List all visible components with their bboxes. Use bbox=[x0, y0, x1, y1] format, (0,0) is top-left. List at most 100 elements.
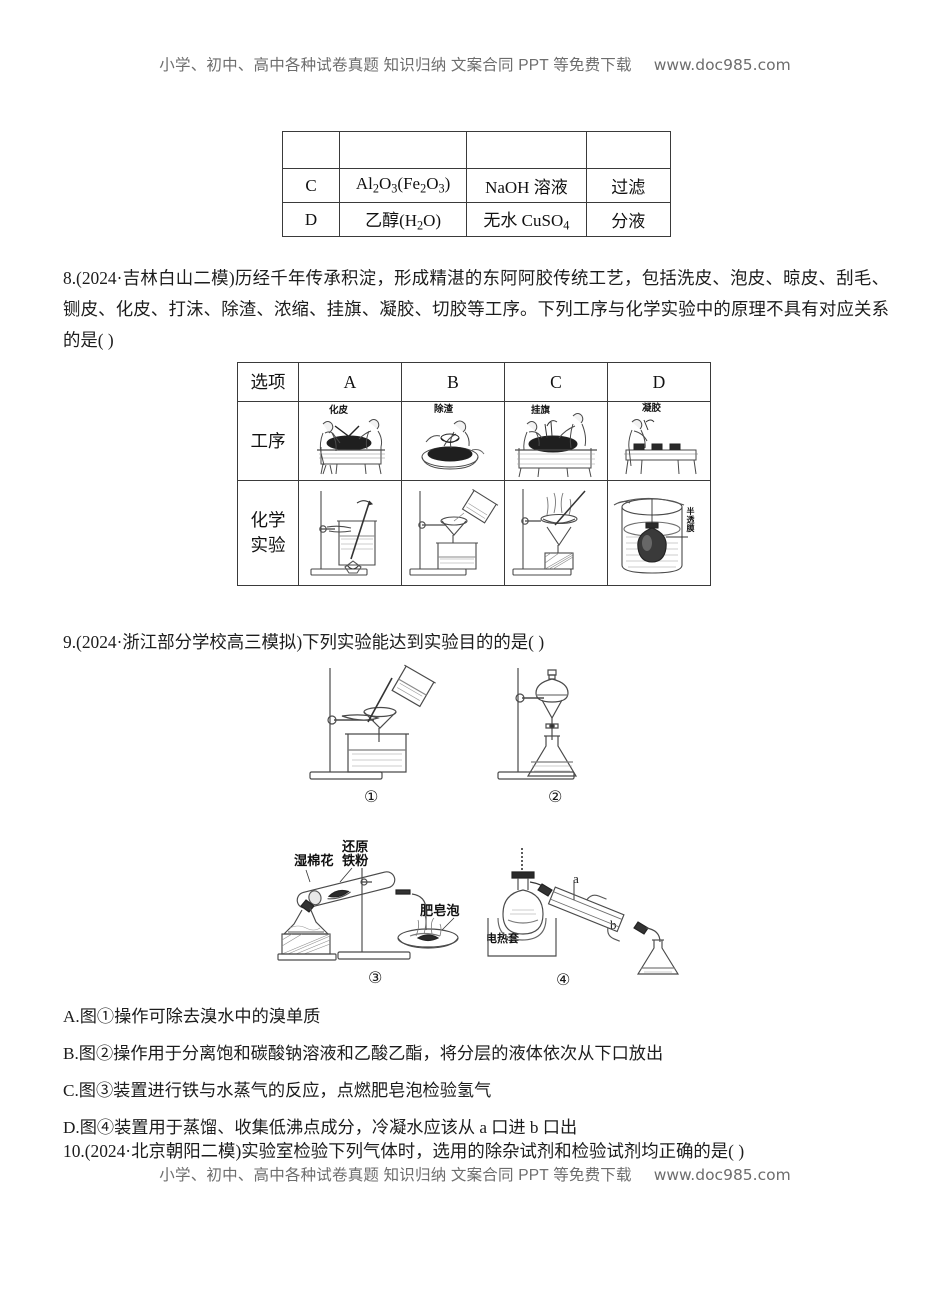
figure-2: ② bbox=[492, 662, 642, 806]
cell-process-b: 除渣 bbox=[401, 401, 505, 481]
formula-part: 无水 CuSO bbox=[483, 210, 564, 230]
watermark-url: www.doc985.com bbox=[653, 56, 791, 74]
cell-option-b: B bbox=[401, 362, 505, 402]
q9-option-c: C.图③装置进行铁与水蒸气的反应，点燃肥皂泡检验氢气 bbox=[63, 1081, 492, 1100]
illustration-hide-dissolving bbox=[317, 419, 385, 475]
illustration-residue-removal bbox=[421, 420, 485, 470]
cell-experiment-a bbox=[298, 480, 402, 586]
table-row: D 乙醇(H2O) 无水 CuSO4 分液 bbox=[282, 202, 672, 237]
apparatus-filtration-1 bbox=[309, 664, 436, 780]
watermark-url: www.doc985.com bbox=[653, 1166, 791, 1184]
formula-sub: 3 bbox=[391, 181, 398, 196]
formula-part: 乙醇(H bbox=[365, 210, 418, 230]
cell-empty-substance bbox=[338, 131, 468, 169]
process-label-c: 挂旗 bbox=[531, 406, 551, 416]
formula-sub: 3 bbox=[438, 181, 445, 196]
table-row: C Al2O3(Fe2O3) NaOH 溶液 过滤 bbox=[282, 168, 672, 203]
apparatus-dialysis-bag bbox=[613, 497, 688, 574]
formula-sub: 2 bbox=[420, 181, 427, 196]
cell-substance-c: Al2O3(Fe2O3) bbox=[338, 168, 468, 203]
cell-experiment-c bbox=[504, 480, 608, 586]
process-label-b: 除渣 bbox=[434, 405, 454, 415]
cell-experiment-d: 半透膜 bbox=[607, 480, 711, 586]
cell-row-label-process: 工序 bbox=[237, 401, 299, 481]
cell-substance-d: 乙醇(H2O) bbox=[338, 202, 468, 237]
illustration-flag-hanging bbox=[515, 413, 597, 478]
experiment-figure-b bbox=[402, 481, 504, 585]
label-semipermeable-membrane: 半透膜 bbox=[686, 507, 695, 533]
label-soap-bubble: 肥皂泡 bbox=[420, 903, 460, 918]
illustration-gel-forming bbox=[624, 419, 698, 475]
process-figure-a: 化皮 bbox=[299, 402, 401, 480]
q9-option-a: A.图①操作可除去溴水中的溴单质 bbox=[63, 1007, 321, 1026]
table-row: 工序 化皮 bbox=[237, 401, 711, 481]
experiment-figure-c bbox=[505, 481, 607, 585]
figure-caption-4: ④ bbox=[556, 970, 571, 989]
formula-sub: 2 bbox=[372, 181, 380, 196]
cell-option-c: C bbox=[282, 168, 340, 203]
cell-option-a: A bbox=[298, 362, 402, 402]
experiment-figure-d: 半透膜 bbox=[608, 481, 710, 585]
q9-option-d: D.图④装置用于蒸馏、收集低沸点成分，冷凝水应该从 a 口进 b 口出 bbox=[63, 1118, 578, 1137]
footer-watermark: 小学、初中、高中各种试卷真题 知识归纳 文案合同 PPT 等免费下载 www.do… bbox=[0, 1163, 950, 1185]
cell-empty-reagent bbox=[466, 131, 587, 169]
label-port-a: a bbox=[573, 871, 579, 886]
cell-process-c: 挂旗 bbox=[504, 401, 608, 481]
figure-caption-3: ③ bbox=[368, 968, 383, 987]
cell-row-label-experiment: 化学 实验 bbox=[237, 480, 299, 586]
q9-option-b: B.图②操作用于分离饱和碳酸钠溶液和乙酸乙酯，将分层的液体依次从下口放出 bbox=[63, 1044, 664, 1063]
label-heating-mantle: 电热套 bbox=[486, 932, 519, 947]
cell-row-label-option: 选项 bbox=[237, 362, 299, 402]
table-row: 化学 实验 bbox=[237, 480, 711, 586]
formula-part: O) bbox=[423, 210, 442, 230]
row-label-line-2: 实验 bbox=[250, 535, 286, 555]
cell-reagent-c: NaOH 溶液 bbox=[466, 168, 587, 203]
process-figure-c: 挂旗 bbox=[505, 402, 607, 480]
formula-part: O bbox=[426, 174, 439, 194]
cell-method-c: 过滤 bbox=[585, 168, 672, 203]
process-label-d: 凝胶 bbox=[642, 404, 662, 414]
cell-method-d: 分液 bbox=[585, 202, 672, 237]
cell-empty-method bbox=[585, 131, 672, 169]
formula-sub: 2 bbox=[417, 218, 424, 233]
figure-1: ① bbox=[296, 662, 456, 806]
figure-caption-2: ② bbox=[548, 787, 563, 806]
cell-option-c: C bbox=[504, 362, 608, 402]
row-label-line-1: 化学 bbox=[250, 510, 286, 530]
apparatus-heated-funnel bbox=[512, 489, 586, 576]
process-figure-b: 除渣 bbox=[402, 402, 504, 480]
question-8-table: 选项 A B C D 工序 化皮 bbox=[237, 362, 711, 586]
cell-process-d: 凝胶 bbox=[607, 401, 711, 481]
label-wet-cotton: 湿棉花 bbox=[294, 853, 334, 868]
formula-part: O bbox=[379, 174, 392, 194]
table-row: 选项 A B C D bbox=[237, 362, 711, 402]
cell-experiment-b bbox=[401, 480, 505, 586]
question-10-text: 10.(2024·北京朝阳二模)实验室检验下列气体时，选用的除杂试剂和检验试剂均… bbox=[63, 1141, 745, 1161]
cell-reagent-d: 无水 CuSO4 bbox=[466, 202, 587, 237]
formula-part: ) bbox=[444, 174, 451, 194]
label-reduced-iron-line1: 还原 bbox=[342, 839, 369, 854]
watermark-text: 小学、初中、高中各种试卷真题 知识归纳 文案合同 PPT 等免费下载 bbox=[159, 57, 632, 74]
formula-part: Al bbox=[355, 174, 373, 194]
cell-empty-option bbox=[282, 131, 340, 169]
question-8-text: 8.(2024·吉林白山二模)历经千年传承积淀，形成精湛的东阿阿胶传统工艺，包括… bbox=[63, 268, 889, 350]
apparatus-iron-steam-3 bbox=[277, 867, 459, 961]
apparatus-beaker-stirring bbox=[310, 491, 377, 576]
process-label-a: 化皮 bbox=[329, 406, 349, 416]
cell-process-a: 化皮 bbox=[298, 401, 402, 481]
watermark-text: 小学、初中、高中各种试卷真题 知识归纳 文案合同 PPT 等免费下载 bbox=[159, 1167, 632, 1184]
header-watermark: 小学、初中、高中各种试卷真题 知识归纳 文案合同 PPT 等免费下载 www.do… bbox=[0, 53, 950, 75]
table-row bbox=[282, 131, 672, 169]
experiment-figure-a bbox=[299, 481, 401, 585]
cell-option-d: D bbox=[607, 362, 711, 402]
cell-option-d: D bbox=[282, 202, 340, 237]
formula-part: (Fe bbox=[397, 174, 421, 194]
separation-table: C Al2O3(Fe2O3) NaOH 溶液 过滤 D 乙醇(H2O) 无水 C… bbox=[282, 131, 672, 237]
label-reduced-iron-line2: 铁粉 bbox=[342, 853, 369, 868]
formula-sub: 4 bbox=[563, 218, 570, 233]
apparatus-separating-funnel-2 bbox=[497, 668, 578, 780]
apparatus-distillation-4 bbox=[487, 848, 680, 975]
apparatus-filtration-pouring bbox=[409, 488, 499, 576]
process-figure-d: 凝胶 bbox=[608, 402, 710, 480]
